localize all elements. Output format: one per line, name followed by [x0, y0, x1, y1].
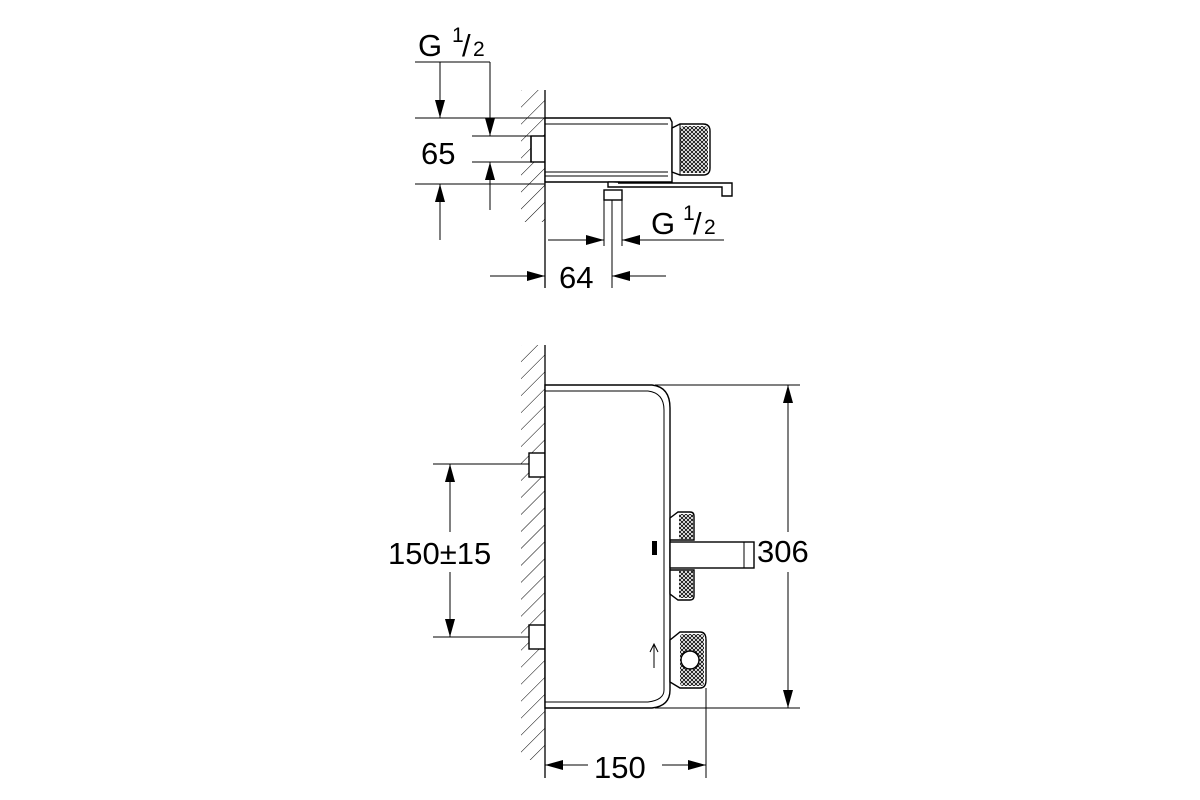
outlet-thread-den: 2 — [704, 216, 716, 239]
depth-dim-150: 150 — [594, 750, 646, 785]
outlet-thread-slash: / — [693, 206, 702, 241]
inlet-thread-label: G — [418, 28, 442, 63]
thermostat-body-side — [544, 117, 673, 183]
arrowhead — [435, 184, 445, 202]
arrowhead — [485, 118, 495, 136]
arrowhead — [445, 464, 455, 482]
thermostat-body-front — [544, 384, 671, 709]
arrowhead — [622, 235, 640, 245]
wall-connector-upper — [528, 452, 546, 478]
wall-hatch-bottom — [521, 345, 546, 778]
wall-hatch-top — [521, 90, 546, 288]
arrowhead — [688, 760, 706, 770]
front-view: 150±15 306 150 — [388, 345, 809, 785]
outlet-thread-num: 1 — [683, 202, 695, 225]
inlet-thread-den: 2 — [473, 38, 485, 61]
height-dim-306: 306 — [757, 534, 809, 569]
arrowhead — [545, 760, 563, 770]
diverter-knob-lower — [669, 569, 695, 601]
arrowhead — [612, 271, 630, 281]
diverter-knob-upper — [669, 511, 695, 541]
arrowhead — [445, 619, 455, 637]
height-dim-65: 65 — [421, 136, 455, 171]
wall-connector-lower — [528, 624, 546, 650]
spout-front — [652, 541, 755, 569]
inlet-thread-slash: / — [462, 28, 471, 63]
inlet-thread-num: 1 — [452, 24, 464, 47]
spout-side — [603, 181, 733, 246]
outlet-offset-dim-64: 64 — [559, 260, 593, 295]
knurled-knob-side — [671, 123, 711, 176]
arrowhead — [435, 100, 445, 118]
arrowhead — [586, 235, 604, 245]
arrowhead — [485, 162, 495, 180]
side-view: G 1 / 2 65 G 1 / 2 64 — [415, 24, 733, 295]
outlet-thread-label: G — [651, 206, 675, 241]
wall-connector-top — [530, 135, 546, 163]
arrowhead — [783, 690, 793, 708]
temperature-knob-front — [649, 631, 707, 689]
inlet-spacing-dim: 150±15 — [388, 536, 491, 571]
arrowhead — [783, 385, 793, 403]
arrowhead — [527, 271, 545, 281]
